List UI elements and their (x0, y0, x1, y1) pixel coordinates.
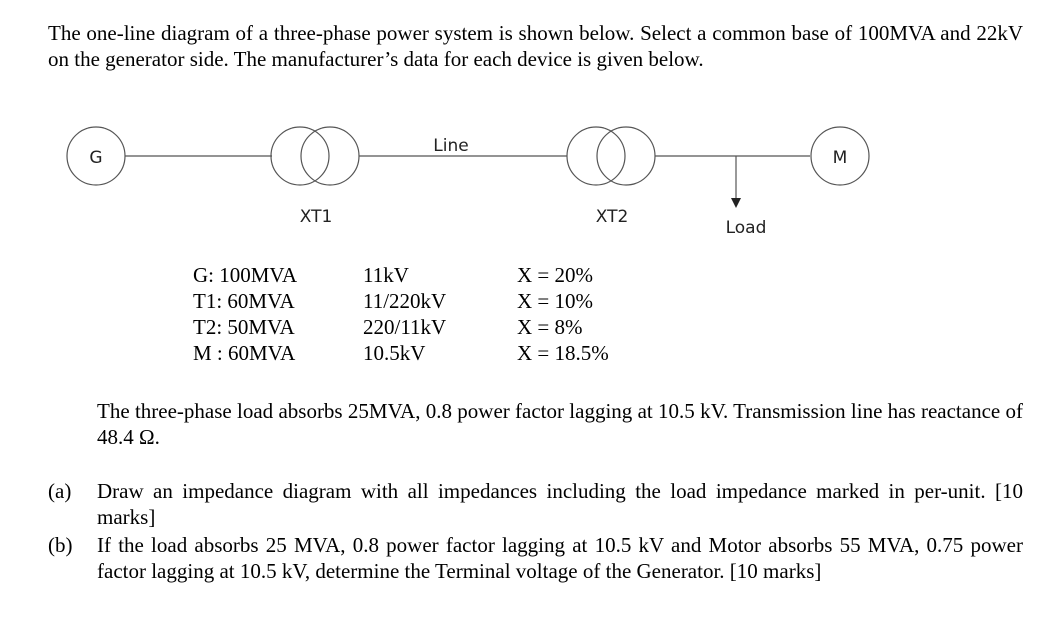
spec-reactance-t1: X = 10% (517, 289, 594, 313)
spec-reactance-g: X = 20% (517, 263, 594, 287)
question-b-text: If the load absorbs 25 MVA, 0.8 power fa… (97, 533, 1023, 583)
load-label: Load (726, 218, 767, 238)
spec-voltage-t2: 220/11kV (363, 315, 447, 339)
question-a-label: (a) (48, 479, 72, 503)
question-a-text: Draw an impedance diagram with all imped… (97, 479, 1023, 529)
transformer2-symbol (566, 126, 656, 186)
question-b-label: (b) (48, 533, 73, 557)
generator-label: G (89, 148, 102, 168)
spec-voltage-t1: 11/220kV (363, 289, 447, 313)
spec-voltage-m: 10.5kV (363, 341, 426, 365)
line-label: Line (433, 136, 468, 156)
spec-device-t2: T2: 50MVA (193, 315, 295, 339)
spec-device-g: G: 100MVA (193, 263, 298, 287)
spec-device-t1: T1: 60MVA (193, 289, 295, 313)
spec-voltage-g: 11kV (363, 263, 409, 287)
load-arrow (731, 198, 741, 208)
intro-paragraph: The one-line diagram of a three-phase po… (48, 21, 1023, 71)
spec-device-m: M : 60MVA (193, 341, 296, 365)
transformer1-symbol (270, 126, 360, 186)
spec-reactance-m: X = 18.5% (517, 341, 609, 365)
spec-reactance-t2: X = 8% (517, 315, 583, 339)
motor-label: M (833, 148, 848, 168)
transformer2-label: XT2 (596, 207, 629, 227)
motor-symbol (810, 126, 870, 186)
transformer1-label: XT1 (300, 207, 333, 227)
one-line-diagram: G XT1 Line XT2 Load M (66, 126, 870, 238)
load-note-paragraph: The three-phase load absorbs 25MVA, 0.8 … (97, 399, 1023, 449)
